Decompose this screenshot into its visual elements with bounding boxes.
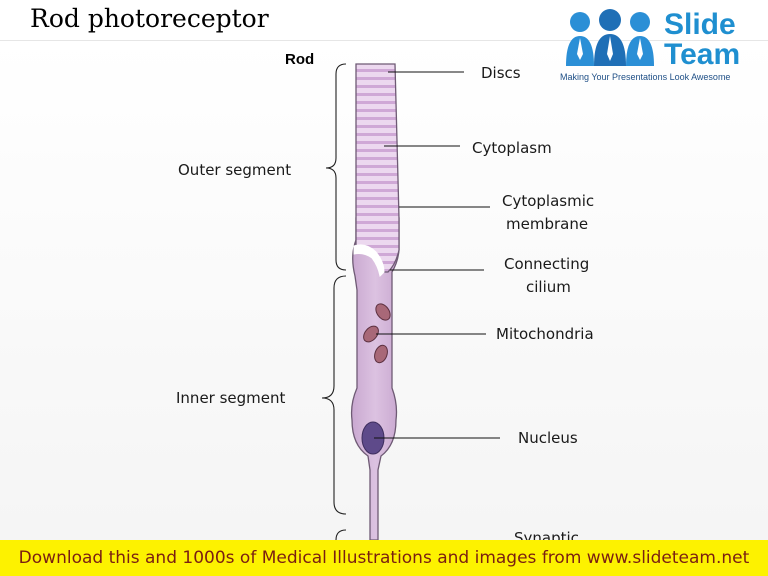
label-nucleus: Nucleus bbox=[518, 429, 578, 447]
label-mitochondria: Mitochondria bbox=[496, 325, 594, 343]
logo-word-team: Team bbox=[664, 38, 741, 71]
outer-segment bbox=[355, 63, 400, 273]
synaptic-brace bbox=[335, 529, 347, 541]
mitochondria-group bbox=[363, 303, 391, 364]
label-inner-segment: Inner segment bbox=[176, 389, 286, 407]
logo-tagline: Making Your Presentations Look Awesome bbox=[560, 72, 731, 82]
inner-segment-brace bbox=[321, 275, 347, 515]
label-cytoplasm: Cytoplasm bbox=[472, 139, 552, 157]
label-outer-segment: Outer segment bbox=[178, 161, 291, 179]
download-banner[interactable]: Download this and 1000s of Medical Illus… bbox=[0, 540, 768, 576]
mitochondrion bbox=[375, 303, 391, 321]
label-connecting-cilium-line2: cilium bbox=[526, 278, 571, 296]
rod-header: Rod bbox=[285, 51, 314, 68]
connecting-cilium bbox=[353, 244, 385, 278]
label-connecting-cilium-line1: Connecting bbox=[504, 255, 589, 273]
slideteam-logo: Slide Team Making Your Presentations Loo… bbox=[558, 8, 756, 84]
label-cytoplasmic-membrane-line1: Cytoplasmic bbox=[502, 192, 594, 210]
mitochondrion bbox=[374, 344, 388, 364]
label-cytoplasmic-membrane-line2: membrane bbox=[506, 215, 588, 233]
logo-word-slide: Slide bbox=[664, 8, 736, 41]
outer-segment-brace bbox=[325, 63, 347, 271]
title-divider bbox=[0, 40, 768, 41]
slide-title: Rod photoreceptor bbox=[30, 4, 269, 33]
people-group-icon bbox=[566, 9, 654, 66]
label-discs: Discs bbox=[481, 64, 521, 82]
mitochondrion bbox=[363, 325, 379, 343]
